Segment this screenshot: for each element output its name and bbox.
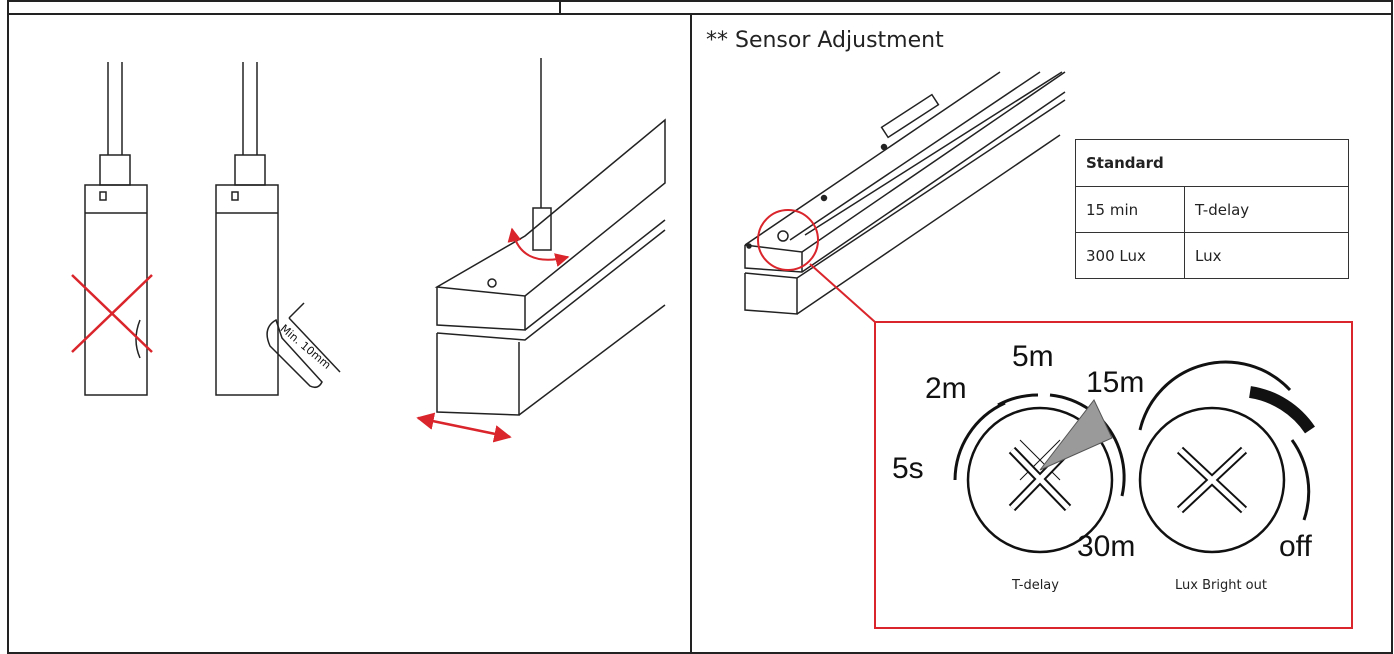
lux-caption: Lux Bright out [1175, 578, 1267, 593]
tdelay-pointer [1039, 399, 1113, 471]
tick-30m: 30m [1077, 530, 1136, 563]
slide-arrow-icon [416, 412, 512, 443]
fixture-wrong-mount [84, 62, 148, 396]
cross-mark-icon [71, 274, 153, 353]
table-header: Standard [1075, 139, 1349, 187]
sensor-highlight [757, 209, 1353, 629]
tick-5m: 5m [1012, 340, 1054, 373]
table-cell: T-delay [1184, 186, 1349, 233]
table-cell: 15 min [1075, 186, 1185, 233]
tdelay-dial [953, 393, 1126, 554]
fixture-correct-mount [215, 62, 341, 396]
table-cell: 300 Lux [1075, 232, 1185, 279]
standard-settings-table: Standard 15 min T-delay 300 Lux Lux [1075, 139, 1349, 279]
tick-2m: 2m [925, 372, 967, 405]
lux-dial [1138, 360, 1315, 554]
table-cell: Lux [1184, 232, 1349, 279]
sensor-fixture [744, 71, 1066, 315]
rotate-arrow-icon [507, 227, 570, 267]
table-row: 15 min T-delay [1075, 186, 1349, 233]
fixture-isometric [434, 58, 666, 416]
tick-15m: 15m [1086, 366, 1145, 399]
table-row: 300 Lux Lux [1075, 232, 1349, 279]
table-header-row: Standard [1075, 139, 1349, 187]
tick-5s: 5s [892, 452, 924, 485]
lux-off-label: off [1279, 530, 1312, 563]
sensor-adjustment-heading: ** Sensor Adjustment [706, 28, 944, 53]
panel-frame [7, 0, 1393, 654]
tdelay-caption: T-delay [1012, 578, 1059, 593]
